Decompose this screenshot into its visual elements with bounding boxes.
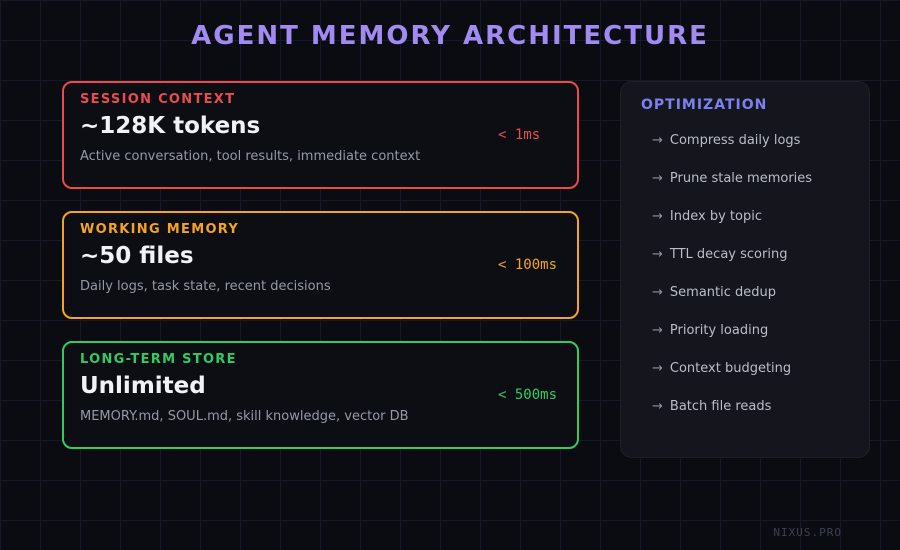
page-title: AGENT MEMORY ARCHITECTURE	[191, 21, 709, 51]
working-memory-value: ~50 files	[80, 243, 194, 269]
optimization-item-label: Context budgeting	[669, 361, 792, 376]
working-memory-card: WORKING MEMORY ~50 files < 100ms Daily l…	[62, 211, 579, 319]
optimization-title: OPTIMIZATION	[641, 97, 768, 113]
list-item: → Priority loading	[652, 324, 849, 337]
optimization-panel: OPTIMIZATION → Compress daily logs → Prune…	[620, 81, 870, 458]
optimization-item-label: Prune stale memories	[669, 171, 813, 186]
arrow-right-icon: →	[652, 361, 663, 376]
optimization-item-label: Semantic dedup	[669, 285, 777, 300]
arrow-right-icon: →	[652, 399, 663, 414]
arrow-right-icon: →	[652, 133, 663, 148]
long-term-store-latency: < 500ms	[498, 387, 558, 403]
working-memory-label: WORKING MEMORY	[80, 222, 240, 237]
list-item: → Context budgeting	[652, 362, 849, 375]
optimization-list: → Compress daily logs → Prune stale memori…	[641, 134, 849, 413]
arrow-right-icon: →	[652, 247, 663, 262]
session-context-latency: < 1ms	[498, 127, 541, 143]
watermark: NIXUS.PRO	[773, 526, 842, 539]
long-term-store-value: Unlimited	[80, 373, 206, 399]
working-memory-description: Daily logs, task state, recent decisions	[80, 279, 331, 294]
optimization-item-label: TTL decay scoring	[669, 247, 788, 262]
optimization-item-label: Compress daily logs	[669, 133, 801, 148]
long-term-store-description: MEMORY.md, SOUL.md, skill knowledge, vec…	[80, 409, 409, 424]
arrow-right-icon: →	[652, 209, 663, 224]
list-item: → TTL decay scoring	[652, 248, 849, 261]
arrow-right-icon: →	[652, 171, 663, 186]
optimization-item-label: Priority loading	[669, 323, 769, 338]
arrow-right-icon: →	[652, 323, 663, 338]
list-item: → Prune stale memories	[652, 172, 849, 185]
list-item: → Batch file reads	[652, 400, 849, 413]
session-context-label: SESSION CONTEXT	[80, 92, 236, 107]
session-context-card: SESSION CONTEXT ~128K tokens < 1ms Activ…	[62, 81, 579, 189]
long-term-store-card: LONG-TERM STORE Unlimited < 500ms MEMORY…	[62, 341, 579, 449]
optimization-item-label: Index by topic	[669, 209, 762, 224]
list-item: → Compress daily logs	[652, 134, 849, 147]
optimization-item-label: Batch file reads	[669, 399, 772, 414]
long-term-store-label: LONG-TERM STORE	[80, 352, 237, 367]
session-context-value: ~128K tokens	[80, 113, 261, 139]
arrow-right-icon: →	[652, 285, 663, 300]
working-memory-latency: < 100ms	[498, 257, 558, 273]
session-context-description: Active conversation, tool results, immed…	[80, 149, 421, 164]
list-item: → Semantic dedup	[652, 286, 849, 299]
list-item: → Index by topic	[652, 210, 849, 223]
